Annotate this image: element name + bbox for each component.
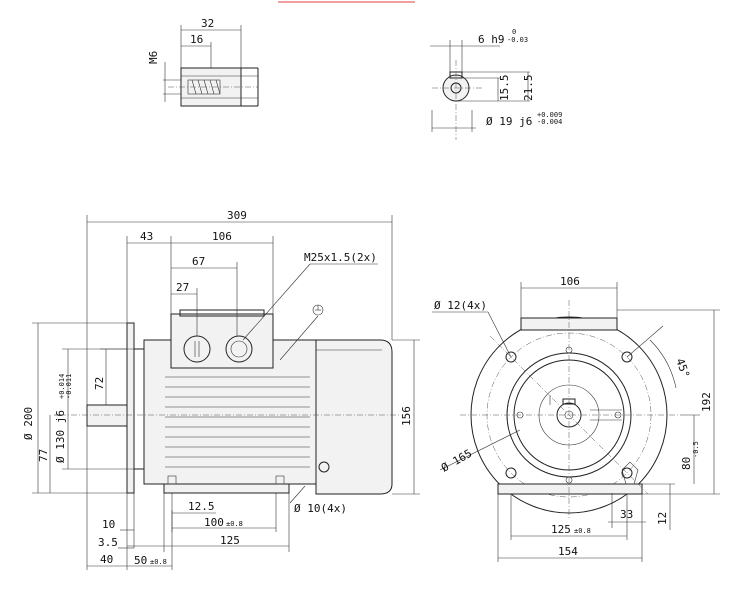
dim-309: 309 [227, 209, 247, 222]
cable-gland-2 [225, 335, 253, 363]
front-dim-106: 106 [560, 275, 580, 288]
dim-key-width: 6 h9 [478, 33, 505, 46]
dim-100-tol: ±0.8 [226, 520, 243, 528]
dim-shaft-dia: Ø 19 j6 [486, 115, 532, 128]
front-dim-125: 125 [551, 523, 571, 536]
flange-hole-1 [505, 351, 517, 363]
shaft-section-detail [430, 40, 530, 140]
front-dim-flange-holes: Ø 12(4x) [434, 299, 487, 312]
dim-43: 43 [140, 230, 153, 243]
side-view [32, 215, 420, 570]
dim-m6: M6 [147, 51, 160, 64]
side-fan-cover [315, 339, 393, 495]
flange-hole-2 [621, 351, 633, 363]
front-dim-shaft-height: 80 [680, 457, 693, 470]
flange-hole-3 [505, 467, 517, 479]
side-foot [163, 483, 290, 494]
dim-spigot-dia: Ø 130 j6 [54, 410, 67, 463]
dim-cable-gland: M25x1.5(2x) [304, 251, 377, 264]
front-dim-154: 154 [558, 545, 578, 558]
dim-125: 125 [220, 534, 240, 547]
front-dim-125-tol: ±0.8 [574, 527, 591, 535]
side-shaft [86, 404, 128, 427]
dim-12-5: 12.5 [188, 500, 215, 513]
dim-72: 72 [93, 377, 106, 390]
dim-spigot-tol-lower: -0.011 [65, 374, 73, 399]
side-spigot [133, 348, 145, 470]
front-dim-shaft-height-tol: -0.5 [692, 441, 700, 458]
dim-27: 27 [176, 281, 189, 294]
dim-spigot-tol-upper: +0.014 [58, 374, 66, 399]
dim-10: 10 [102, 518, 115, 531]
dim-40: 40 [100, 553, 113, 566]
flange-hole-4 [621, 467, 633, 479]
dim-flange-dia: Ø 200 [22, 407, 35, 440]
front-view [432, 282, 720, 562]
dim-3-5: 3.5 [98, 536, 118, 549]
dim-shaft-tol-upper: +0.009 [537, 111, 562, 119]
dim-77: 77 [37, 449, 50, 462]
dim-156: 156 [400, 406, 413, 426]
front-dim-12: 12 [656, 512, 669, 525]
dim-16: 16 [190, 33, 203, 46]
dim-50-tol: ±0.8 [150, 558, 167, 566]
dim-shaft-tol-lower: -0.004 [537, 118, 562, 126]
front-dim-192: 192 [700, 392, 713, 412]
dim-50: 50 [134, 554, 147, 567]
dim-foot-hole: Ø 10(4x) [294, 502, 347, 515]
side-flange [126, 322, 135, 494]
dim-key-tol-lower: -0.03 [507, 36, 528, 44]
front-dim-33: 33 [620, 508, 633, 521]
dim-key-tol-upper: 0 [512, 28, 516, 36]
front-dim-angle: 45° [673, 357, 692, 380]
dim-67: 67 [192, 255, 205, 268]
side-cooling-fins [165, 376, 310, 468]
dim-100: 100 [204, 516, 224, 529]
dim-106: 106 [212, 230, 232, 243]
dim-32: 32 [201, 17, 214, 30]
shaft-end-detail [163, 25, 259, 107]
front-feet [497, 483, 643, 495]
dim-shaft-height: 21.5 [522, 75, 535, 102]
front-dim-pcd: Ø 165 [439, 447, 474, 475]
dim-key-height: 15.5 [498, 75, 511, 102]
